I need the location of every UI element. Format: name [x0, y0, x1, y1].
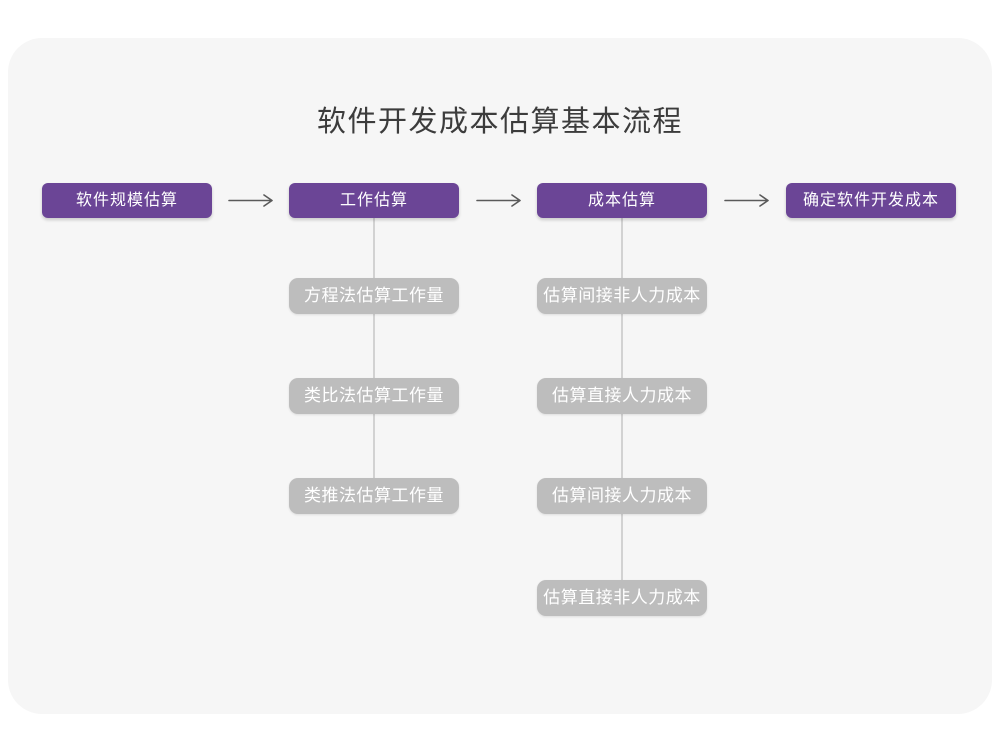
arrow-right-icon [476, 194, 521, 207]
substep-direct-labor-cost: 估算直接人力成本 [537, 378, 707, 414]
substep-analogy-method: 类比法估算工作量 [289, 378, 459, 414]
stage-work-estimation: 工作估算 [289, 183, 459, 218]
substep-indirect-labor-cost: 估算间接人力成本 [537, 478, 707, 514]
stage-determine-development-cost: 确定软件开发成本 [786, 183, 956, 218]
flowchart-canvas [8, 38, 992, 714]
stage-cost-estimation: 成本估算 [537, 183, 707, 218]
stage-software-scale-estimation: 软件规模估算 [42, 183, 212, 218]
substep-equation-method: 方程法估算工作量 [289, 278, 459, 314]
substep-direct-nonlabor-cost: 估算直接非人力成本 [537, 580, 707, 616]
arrow-right-icon [228, 194, 273, 207]
substep-indirect-nonlabor-cost: 估算间接非人力成本 [537, 278, 707, 314]
diagram-title: 软件开发成本估算基本流程 [316, 106, 683, 138]
connector-line-work-column [373, 218, 375, 478]
arrow-right-icon [724, 194, 769, 207]
substep-extrapolation-method: 类推法估算工作量 [289, 478, 459, 514]
